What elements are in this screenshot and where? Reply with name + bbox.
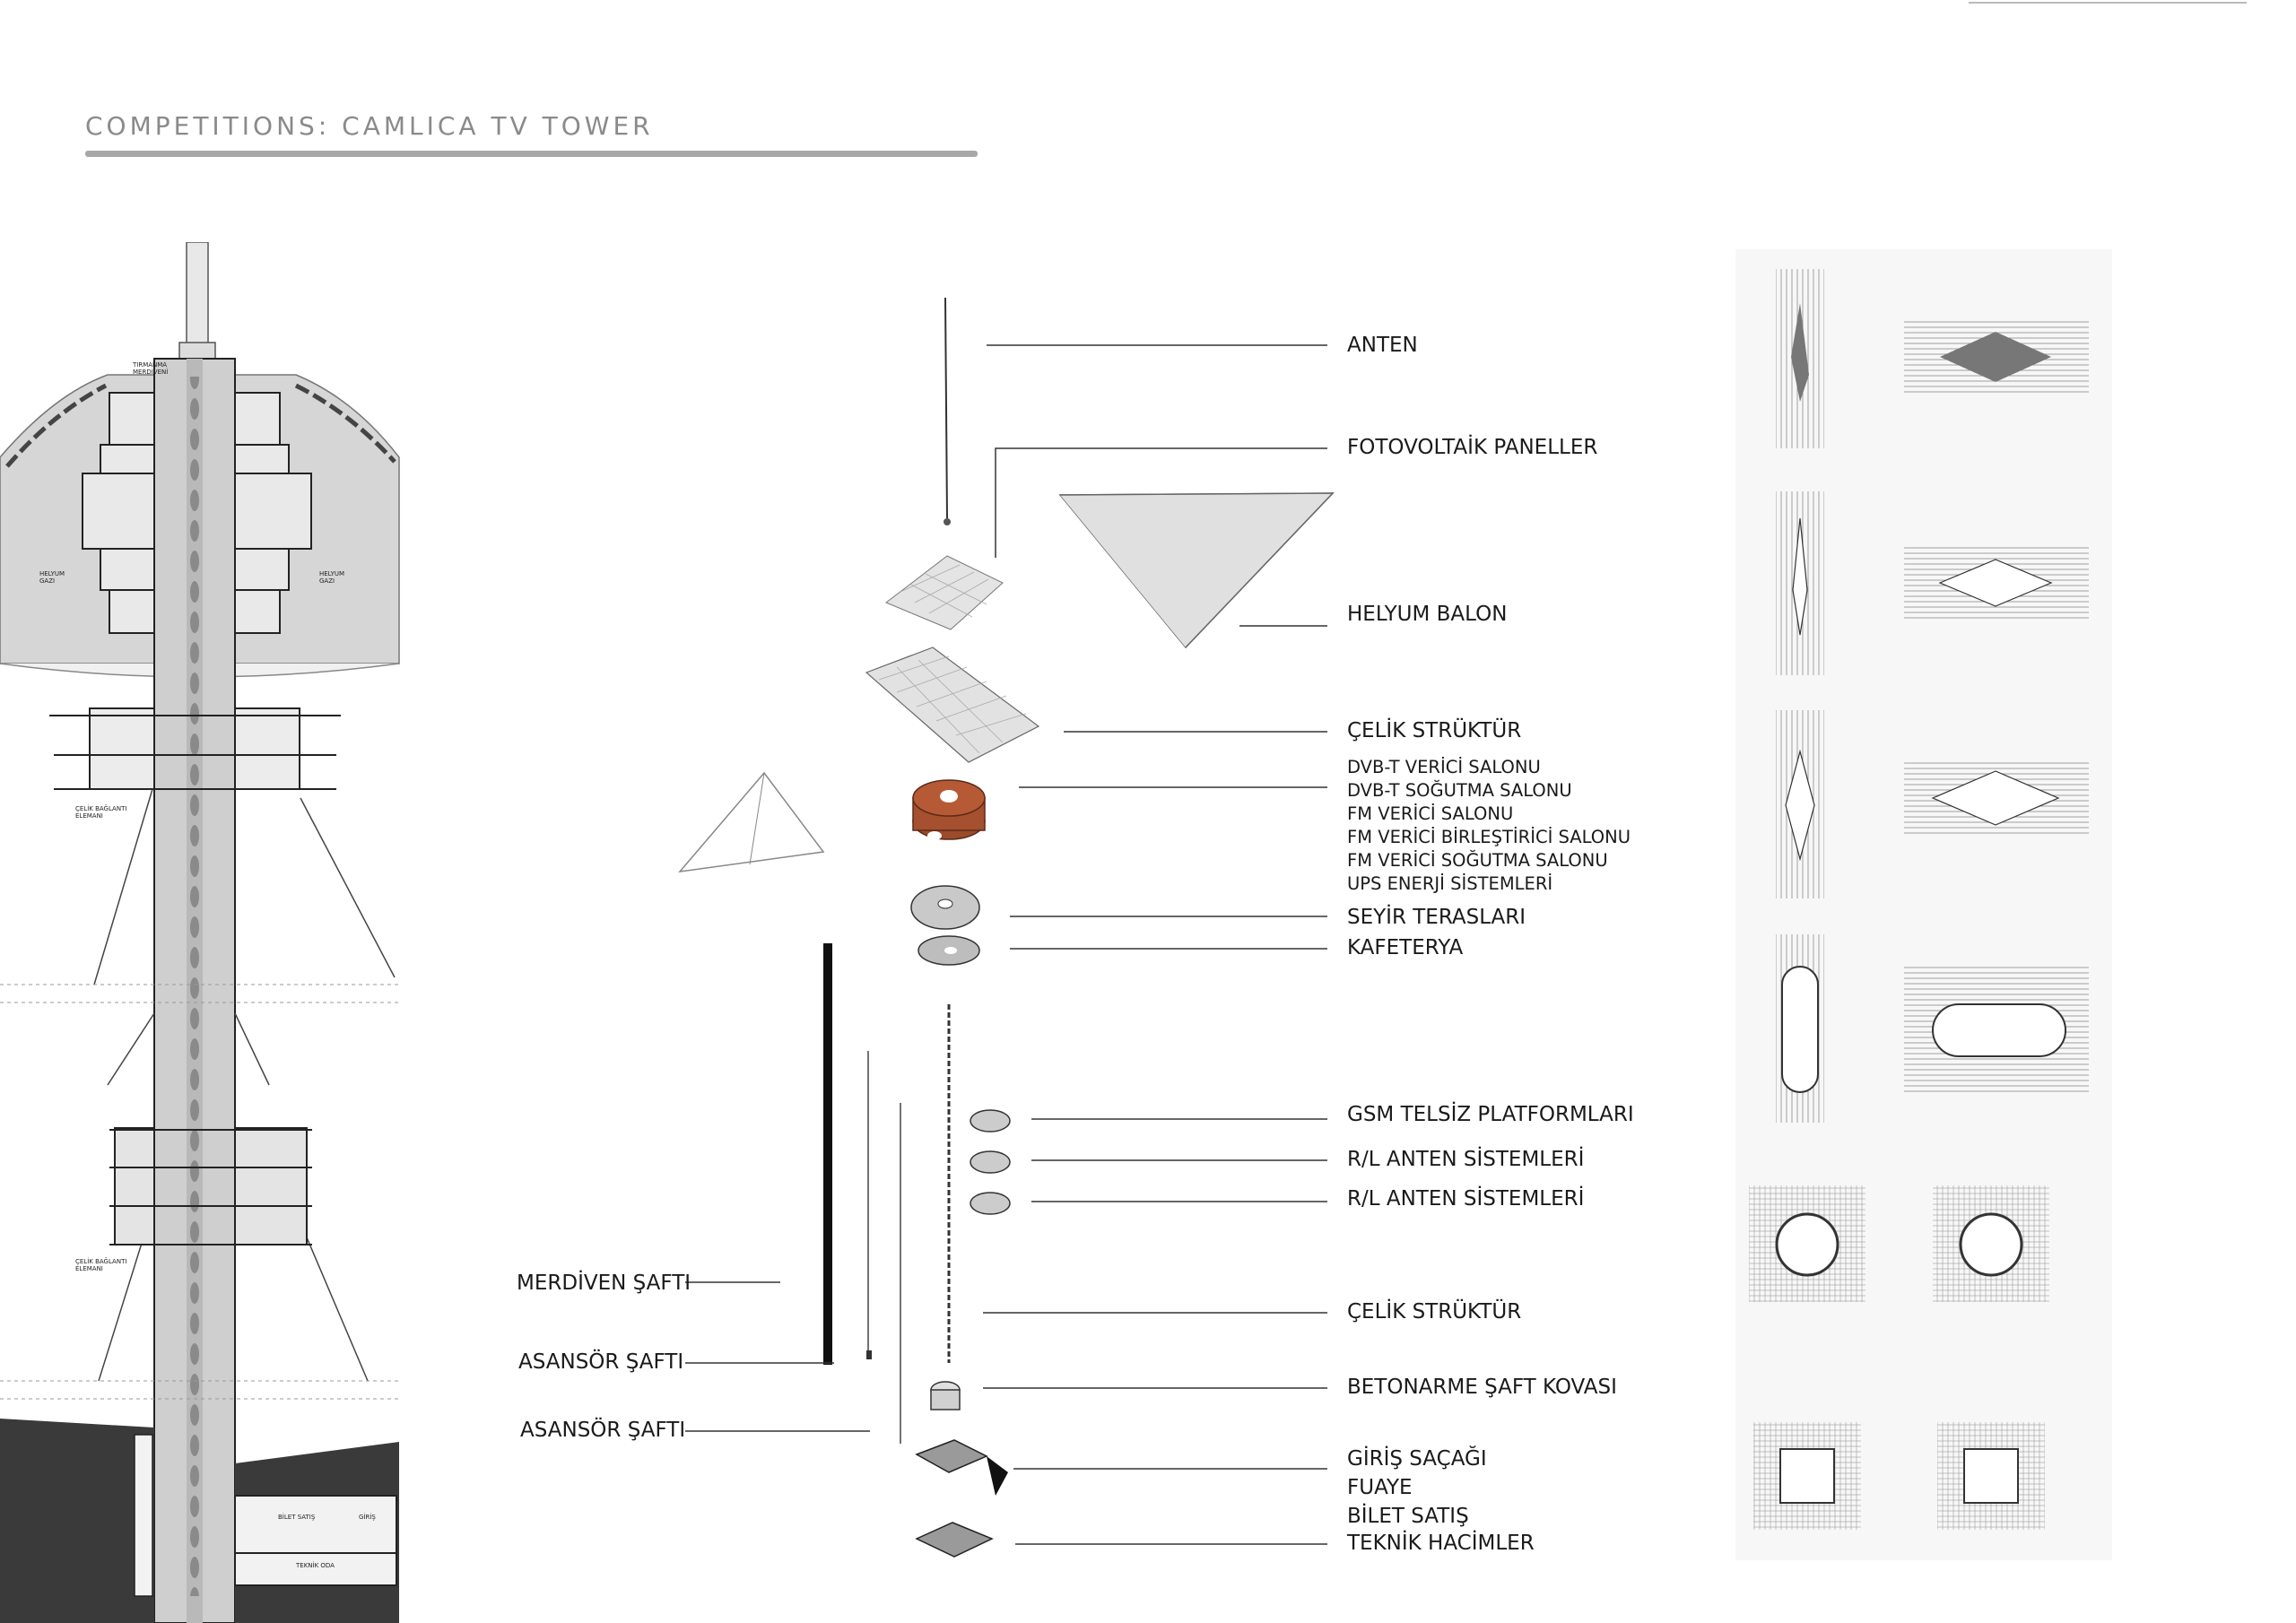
label-celik-struktur-top: ÇELİK STRÜKTÜR bbox=[1347, 719, 1522, 742]
label-tirmanma: TIRMANMA MERDİVENİ bbox=[133, 361, 169, 376]
label-rl-1: R/L ANTEN SİSTEMLERİ bbox=[1347, 1148, 1585, 1171]
top-edge-rule bbox=[1969, 2, 2247, 4]
label-dvbt-sogutma: DVB-T SOĞUTMA SALONU bbox=[1347, 780, 1572, 801]
label-helyum-right: HELYUM GAZI bbox=[319, 570, 345, 585]
label-asansor-safti-1: ASANSÖR ŞAFTI bbox=[518, 1350, 684, 1374]
tower-section-drawing bbox=[0, 242, 400, 1623]
label-merdiven-safti: MERDİVEN ŞAFTI bbox=[517, 1271, 691, 1295]
label-giris-section: GİRİŞ bbox=[359, 1514, 376, 1521]
label-helyum-balon: HELYUM BALON bbox=[1347, 603, 1508, 626]
airflow-study-panel bbox=[1735, 249, 2112, 1560]
title-underline bbox=[85, 151, 978, 157]
label-asansor-safti-2: ASANSÖR ŞAFTI bbox=[520, 1419, 686, 1442]
label-celik-baglanti-1: ÇELİK BAĞLANTI ELEMANI bbox=[75, 805, 127, 820]
label-fm-birlestirici: FM VERİCİ BİRLEŞTİRİCİ SALONU bbox=[1347, 827, 1631, 847]
label-celik-baglanti-2: ÇELİK BAĞLANTI ELEMANI bbox=[75, 1258, 127, 1272]
page-title: COMPETITIONS: CAMLICA TV TOWER bbox=[85, 111, 654, 141]
label-kafeterya: KAFETERYA bbox=[1347, 936, 1464, 959]
airflow-diagrams bbox=[1749, 269, 2089, 1530]
label-fm-verici: FM VERİCİ SALONU bbox=[1347, 803, 1514, 824]
label-bilet-satis-section: BİLET SATIŞ bbox=[278, 1514, 316, 1521]
label-celik-struktur-bottom: ÇELİK STRÜKTÜR bbox=[1347, 1300, 1522, 1324]
label-ups: UPS ENERJİ SİSTEMLERİ bbox=[1347, 873, 1553, 894]
label-giris-sacagi: GİRİŞ SAÇAĞI bbox=[1347, 1447, 1487, 1471]
label-teknik-hacimler: TEKNİK HACİMLER bbox=[1347, 1532, 1535, 1555]
label-fuaye: FUAYE bbox=[1347, 1476, 1413, 1499]
exploded-axonometric bbox=[678, 297, 1335, 1558]
label-helyum-left: HELYUM GAZI bbox=[39, 570, 65, 585]
label-anten: ANTEN bbox=[1347, 334, 1418, 357]
label-fm-sogutma: FM VERİCİ SOĞUTMA SALONU bbox=[1347, 850, 1608, 871]
label-seyir-teraslari: SEYİR TERASLARI bbox=[1347, 906, 1526, 929]
label-rl-2: R/L ANTEN SİSTEMLERİ bbox=[1347, 1187, 1585, 1211]
label-fotovoltaik-paneller: FOTOVOLTAİK PANELLER bbox=[1347, 436, 1598, 459]
label-bilet-satis: BİLET SATIŞ bbox=[1347, 1505, 1469, 1528]
label-teknik-oda: TEKNİK ODA bbox=[296, 1562, 335, 1569]
label-betonarme: BETONARME ŞAFT KOVASI bbox=[1347, 1376, 1617, 1399]
label-gsm: GSM TELSİZ PLATFORMLARI bbox=[1347, 1103, 1634, 1126]
label-dvbt-verici: DVB-T VERİCİ SALONU bbox=[1347, 757, 1541, 777]
